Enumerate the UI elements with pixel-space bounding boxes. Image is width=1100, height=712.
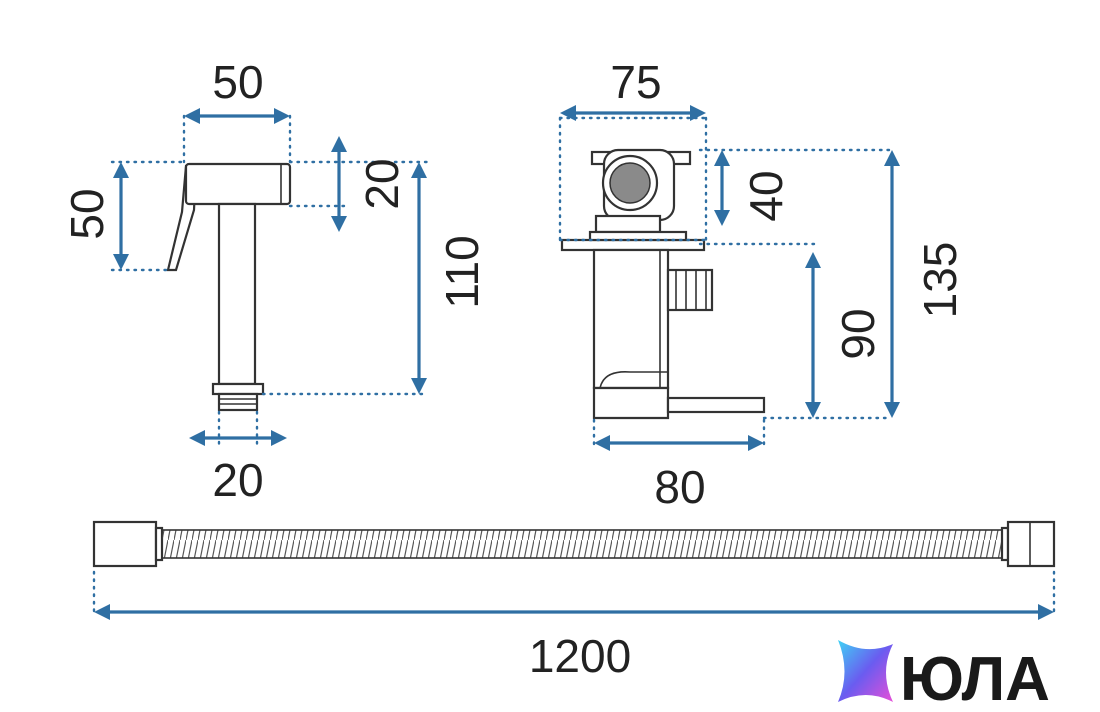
dimension-arrow-135	[884, 150, 900, 418]
holder-lever-base	[592, 386, 670, 420]
shower-collar	[211, 382, 265, 396]
label-handle-total-height: 110	[436, 235, 488, 308]
hand-shower-extension-lines	[110, 114, 430, 448]
holder-body	[592, 248, 670, 390]
label-holder-base-width: 80	[654, 461, 705, 513]
label-handle-height: 50	[61, 188, 113, 239]
label-holder-head-height: 40	[740, 170, 792, 221]
holder-flange	[560, 238, 706, 252]
hose	[92, 520, 1056, 568]
dimension-arrow-20-head	[331, 136, 347, 232]
dimension-arrow-75	[560, 105, 706, 121]
hose-ferrule-left	[154, 526, 164, 562]
holder-flange-top	[588, 230, 688, 242]
shower-head	[184, 162, 292, 206]
wall-holder-extension-lines	[558, 116, 892, 446]
hand-shower	[166, 162, 292, 412]
shower-stem	[217, 202, 257, 386]
logo-star-icon	[838, 640, 893, 702]
dimension-arrow-20-thread	[189, 430, 287, 446]
logo-wordmark: ЮЛА	[900, 645, 1050, 712]
hose-extension-lines	[92, 570, 1056, 614]
hose-end-left	[92, 520, 158, 568]
holder-connector-hole	[609, 162, 651, 204]
label-handle-width: 50	[212, 56, 263, 108]
dimension-arrow-110	[411, 162, 427, 394]
dimension-arrow-90	[805, 252, 821, 418]
label-holder-body-height: 90	[832, 308, 884, 359]
shower-thread	[217, 392, 259, 412]
holder-neck	[594, 214, 662, 234]
label-handle-thread-width: 20	[212, 454, 263, 506]
dimension-arrow-50-top	[184, 108, 290, 124]
label-holder-width: 75	[610, 56, 661, 108]
brand-logo: ЮЛА	[838, 640, 1050, 712]
dimension-arrow-1200	[94, 604, 1054, 620]
label-head-height: 20	[356, 158, 408, 209]
dimension-arrow-40	[714, 150, 730, 226]
label-holder-total-height: 135	[914, 242, 966, 319]
dimension-arrow-50-left	[113, 162, 129, 270]
label-hose-length: 1200	[529, 630, 631, 682]
hose-end-right	[1006, 520, 1056, 568]
holder-lever	[666, 396, 766, 414]
dimension-arrow-80	[594, 435, 764, 451]
wall-holder	[560, 148, 766, 420]
hose-coil	[161, 529, 1003, 559]
